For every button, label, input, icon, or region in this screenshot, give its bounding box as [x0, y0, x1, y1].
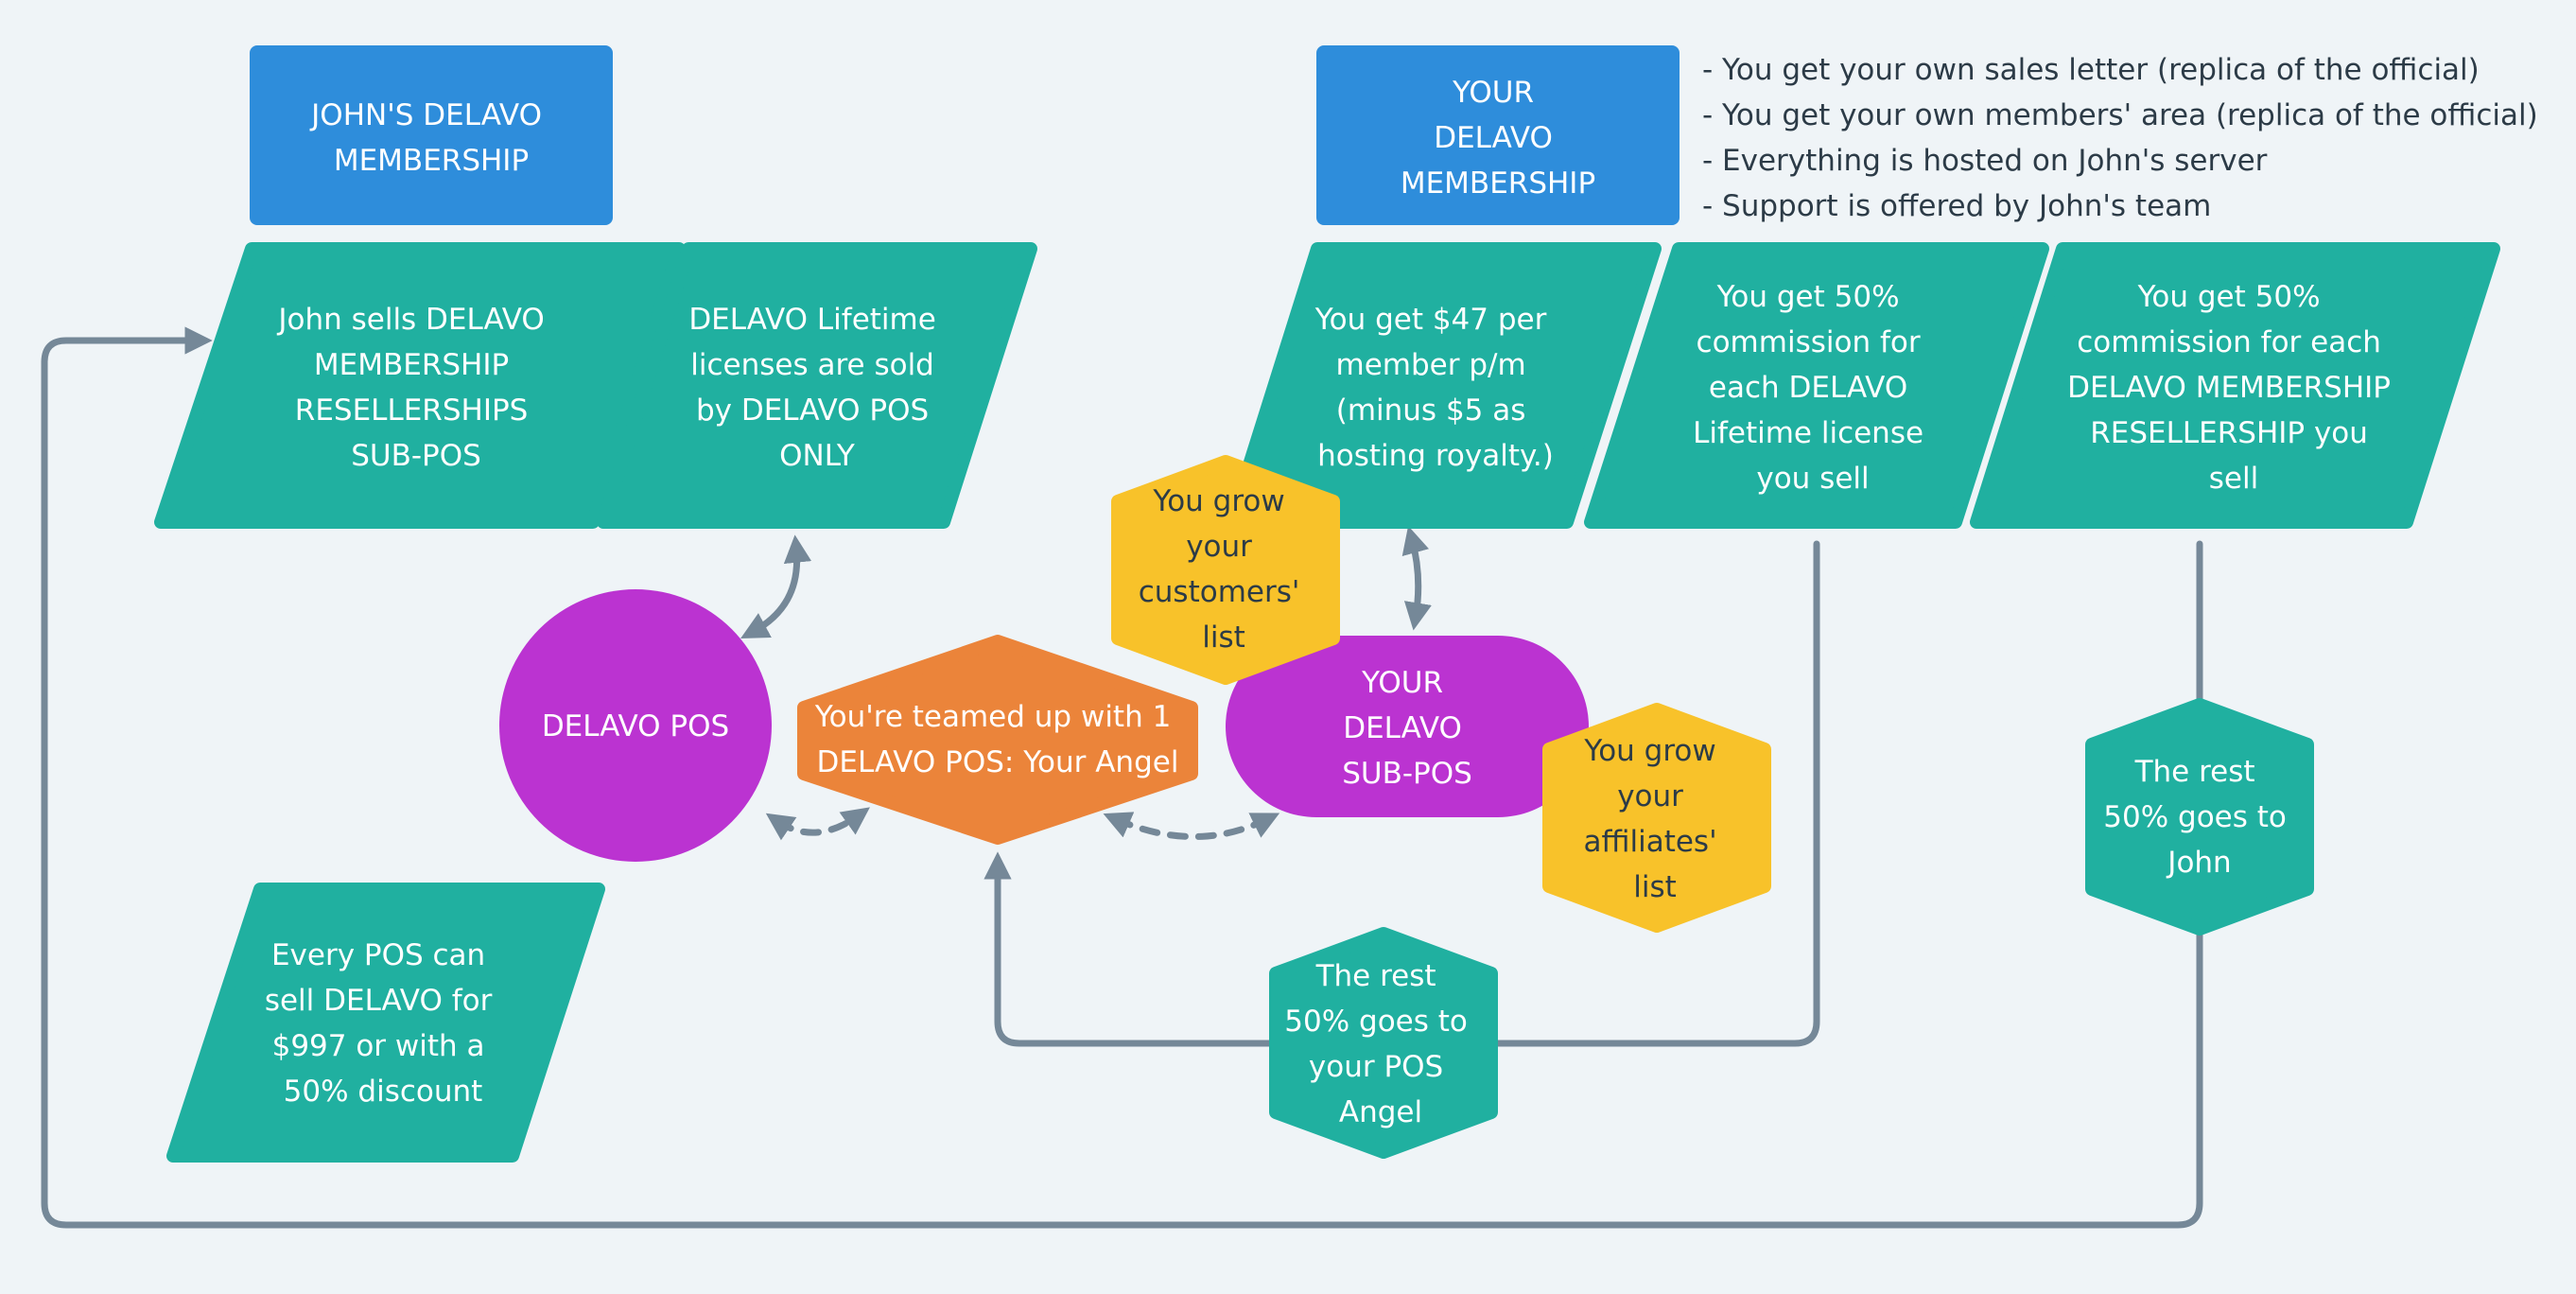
delavo-pos-node[interactable]: DELAVO POS	[499, 589, 772, 862]
per-member-node[interactable]: You get $47 per member p/m (minus $5 as …	[1225, 242, 1662, 529]
lifetime-licenses-node[interactable]: DELAVO Lifetime licenses are sold by DEL…	[597, 242, 1037, 529]
connector-permember-subpos	[1401, 525, 1432, 631]
every-pos-label: Every POS can sell DELAVO for $997 or wi…	[265, 938, 501, 1109]
connector-pos-angel-dashed	[765, 807, 870, 841]
john-sells-node[interactable]: John sells DELAVO MEMBERSHIP RESELLERSHI…	[154, 242, 686, 529]
rest-to-john-label: The rest 50% goes to John	[2103, 755, 2295, 880]
rest-to-angel-node[interactable]: The rest 50% goes to your POS Angel	[1269, 927, 1498, 1159]
your-membership-header[interactable]: YOUR DELAVO MEMBERSHIP	[1316, 45, 1680, 225]
lifetime-licenses-label: DELAVO Lifetime licenses are sold by DEL…	[688, 303, 945, 473]
connector-loop-to-john	[41, 326, 2203, 1229]
your-membership-label: YOUR DELAVO MEMBERSHIP	[1401, 76, 1595, 201]
commission-resellership-node[interactable]: You get 50% commission for each DELAVO M…	[1970, 242, 2500, 529]
johns-membership-header[interactable]: JOHN'S DELAVO MEMBERSHIP	[250, 45, 613, 225]
johns-membership-label: JOHN'S DELAVO MEMBERSHIP	[309, 98, 551, 178]
affiliates-list-node[interactable]: You grow your affiliates' list	[1542, 703, 1771, 933]
rest-to-john-node[interactable]: The rest 50% goes to John	[2085, 698, 2314, 936]
angel-node[interactable]: You're teamed up with 1 DELAVO POS: Your…	[797, 635, 1198, 845]
customers-list-label: You grow your customers' list	[1139, 484, 1310, 655]
commission-lifetime-node[interactable]: You get 50% commission for each DELAVO L…	[1584, 242, 2049, 529]
commission-resellership-label: You get 50% commission for each DELAVO M…	[2067, 280, 2400, 496]
delavo-pos-label: DELAVO POS	[542, 709, 729, 743]
connector-licenses-pos	[740, 534, 812, 638]
angel-label: You're teamed up with 1 DELAVO POS: Your…	[814, 700, 1180, 779]
connector-angel-subpos-dashed	[1103, 812, 1280, 840]
customers-list-node[interactable]: You grow your customers' list	[1111, 455, 1340, 685]
commission-lifetime-label: You get 50% commission for each DELAVO L…	[1693, 280, 1933, 496]
your-sub-pos-node[interactable]: YOUR DELAVO SUB-POS	[1226, 636, 1589, 817]
membership-notes: - You get your own sales letter (replica…	[1702, 53, 2548, 223]
your-sub-pos-label: YOUR DELAVO SUB-POS	[1342, 666, 1472, 791]
every-pos-node[interactable]: Every POS can sell DELAVO for $997 or wi…	[166, 883, 605, 1163]
affiliates-list-label: You grow your affiliates' list	[1583, 734, 1726, 904]
john-sells-label: John sells DELAVO MEMBERSHIP RESELLERSHI…	[276, 303, 553, 473]
rest-to-angel-label: The rest 50% goes to your POS Angel	[1284, 959, 1476, 1129]
per-member-label: You get $47 per member p/m (minus $5 as …	[1314, 303, 1556, 473]
